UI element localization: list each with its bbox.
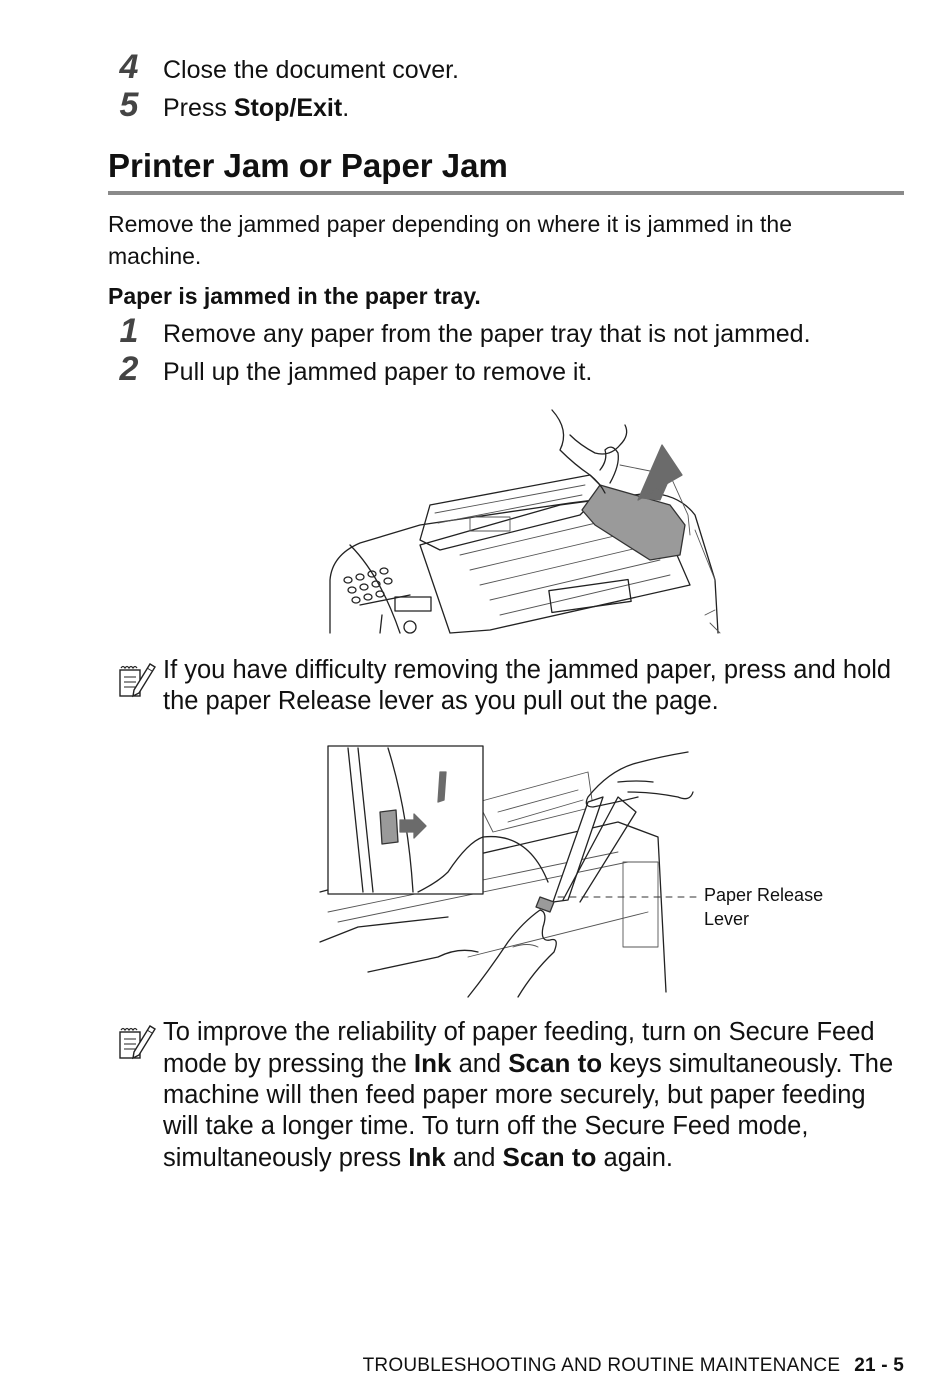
callout-paper-release-lever: Paper Release Lever bbox=[704, 883, 823, 931]
section-title: Printer Jam or Paper Jam bbox=[108, 147, 508, 184]
step-1-text: Remove any paper from the paper tray tha… bbox=[163, 320, 811, 348]
ink-key: Ink bbox=[413, 1048, 452, 1078]
subheading: Paper is jammed in the paper tray. bbox=[108, 283, 481, 309]
stop-exit-key: Stop/Exit bbox=[233, 94, 343, 122]
callout-line-1: Paper Release bbox=[704, 885, 824, 905]
title-rule bbox=[108, 191, 904, 195]
note-pad-pencil-icon bbox=[119, 663, 156, 698]
ink-key: Ink bbox=[408, 1142, 446, 1172]
scan-to-key: Scan to bbox=[508, 1048, 603, 1078]
note-pad-pencil-icon bbox=[119, 1025, 156, 1060]
paper-tray-jam-illustration bbox=[329, 409, 721, 634]
note-1-text: If you have difficulty removing the jamm… bbox=[163, 656, 892, 715]
step-number-5: 5 bbox=[119, 86, 139, 124]
section-intro: Remove the jammed paper depending on whe… bbox=[108, 211, 792, 269]
paper-release-lever-illustration bbox=[319, 745, 699, 998]
step-number-1: 1 bbox=[119, 312, 139, 350]
step-number-4: 4 bbox=[119, 48, 139, 86]
step-number-2: 2 bbox=[119, 350, 139, 388]
page-footer: TROUBLESHOOTING AND ROUTINE MAINTENANCE 2… bbox=[363, 1354, 904, 1378]
scan-to-key: Scan to bbox=[502, 1142, 597, 1172]
callout-line-2: Lever bbox=[704, 909, 750, 929]
footer-section: TROUBLESHOOTING AND ROUTINE MAINTENANCE bbox=[362, 1355, 841, 1376]
page-number: 21 - 5 bbox=[854, 1355, 904, 1376]
step-5-text: Press Stop/Exit. bbox=[163, 94, 350, 122]
step-2-text: Pull up the jammed paper to remove it. bbox=[163, 358, 593, 386]
note-2-text: To improve the reliability of paper feed… bbox=[163, 1018, 894, 1172]
step-4-text: Close the document cover. bbox=[163, 56, 459, 84]
